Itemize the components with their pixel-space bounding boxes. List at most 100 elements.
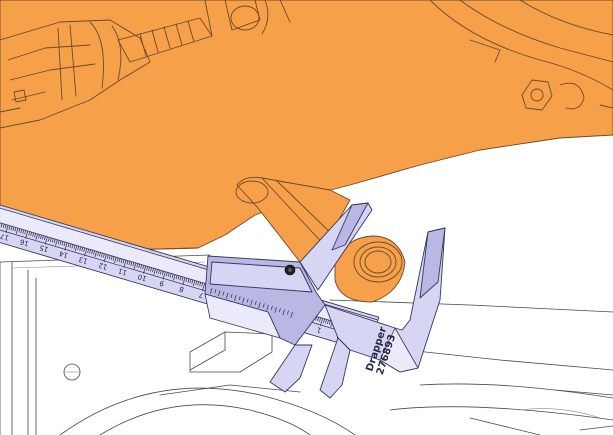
vernier-slider [204,202,373,393]
fixed-jaw-head: Drapper 276893 [319,227,446,399]
main-scale-tick [100,252,103,258]
flange-bolt [429,0,613,111]
vernier-caliper: 01234567891011121314151617 [0,202,446,399]
main-scale-tick [69,243,72,248]
main-scale-number: 12 [98,261,109,271]
main-scale-tick [63,241,66,246]
vernier-tick [287,310,289,315]
main-scale-tick [53,239,56,244]
main-scale-tick [94,251,97,258]
main-scale-tick [189,279,192,284]
main-scale-tick [128,261,131,266]
main-scale-tick [323,318,325,323]
vernier-tick [250,299,253,306]
main-scale-tick [179,276,182,281]
main-scale-tick [325,319,327,324]
vernier-tick [230,293,233,298]
main-scale-tick [202,283,206,292]
main-scale-tick [181,276,184,281]
main-scale-tick [185,278,188,283]
vernier-tick [246,298,249,303]
main-scale-number: 14 [58,249,69,259]
vernier-tick [254,301,257,306]
main-scale-tick [22,229,25,234]
main-scale-number: 1 [316,325,323,334]
main-scale-number: 15 [39,243,50,253]
main-scale-tick [187,278,190,283]
main-scale-tick [153,268,156,275]
main-scale-tick [24,230,27,235]
main-scale-tick [83,247,86,252]
o-ring-part [334,235,406,303]
main-scale-number: 9 [159,279,166,288]
main-scale-tick [81,247,84,252]
main-scale-tick [201,282,204,287]
main-scale-tick [57,240,60,245]
main-scale-tick [142,265,145,270]
main-scale-tick [156,269,158,274]
main-scale-tick [12,226,15,231]
main-scale-tick [18,228,21,233]
main-scale-tick [173,274,176,281]
main-scale-tick [20,229,23,234]
main-scale-tick [47,237,50,242]
vernier-tick [266,304,269,311]
main-scale-tick [167,272,170,277]
main-scale-number: 13 [78,255,89,265]
main-scale-tick [102,253,105,258]
main-scale-tick [112,256,115,261]
vernier-tick [209,287,213,294]
main-scale-tick [161,271,164,276]
main-scale-tick [122,259,125,264]
vernier-scale [209,287,293,318]
main-scale-tick [150,267,152,272]
main-scale-tick [197,281,200,286]
main-scale-tick [143,265,147,274]
main-scale-tick [99,252,101,257]
main-scale-tick [97,251,99,256]
main-scale-tick [61,241,64,246]
main-scale-tick [108,255,111,260]
main-scale-tick [319,317,321,322]
vernier-tick [282,309,285,316]
main-scale-tick [87,248,90,253]
vernier-tick [262,303,265,308]
main-scale-tick [74,245,78,252]
main-scale-tick [67,243,70,248]
main-scale-number: 8 [178,285,185,294]
main-scale-tick [182,277,186,286]
main-scale-tick [38,234,40,239]
vernier-tick [278,308,281,313]
main-scale-tick [106,254,109,259]
main-scale-tick [177,275,180,280]
main-scale-tick [171,273,174,278]
main-scale-tick [14,227,17,232]
main-scale-tick [118,258,121,263]
main-scale-tick [327,319,329,324]
vernier-tick [290,311,293,318]
main-scale-tick [165,272,168,277]
main-scale-number: 17 [0,232,10,242]
vernier-tick [214,289,217,294]
main-scale-tick [30,232,33,237]
main-scale-tick [157,269,160,274]
main-scale-tick [110,255,113,260]
main-scale-tick [126,260,129,265]
main-scale-tick [0,223,3,228]
main-scale-tick [192,280,196,287]
vernier-tick [222,291,225,296]
main-scale-tick [10,226,13,231]
main-scale-tick [116,257,119,262]
main-scale-tick [2,223,5,228]
main-scale-tick [4,224,7,229]
fixed-jaw-lower [319,337,351,399]
main-scale-tick [320,318,323,327]
main-scale-tick [133,262,137,269]
main-scale-tick [42,235,44,240]
main-scale-tick [152,268,154,273]
main-scale-tick [123,259,127,268]
main-scale-tick [35,233,38,240]
main-scale-tick [146,266,149,271]
main-scale-tick [73,244,76,249]
